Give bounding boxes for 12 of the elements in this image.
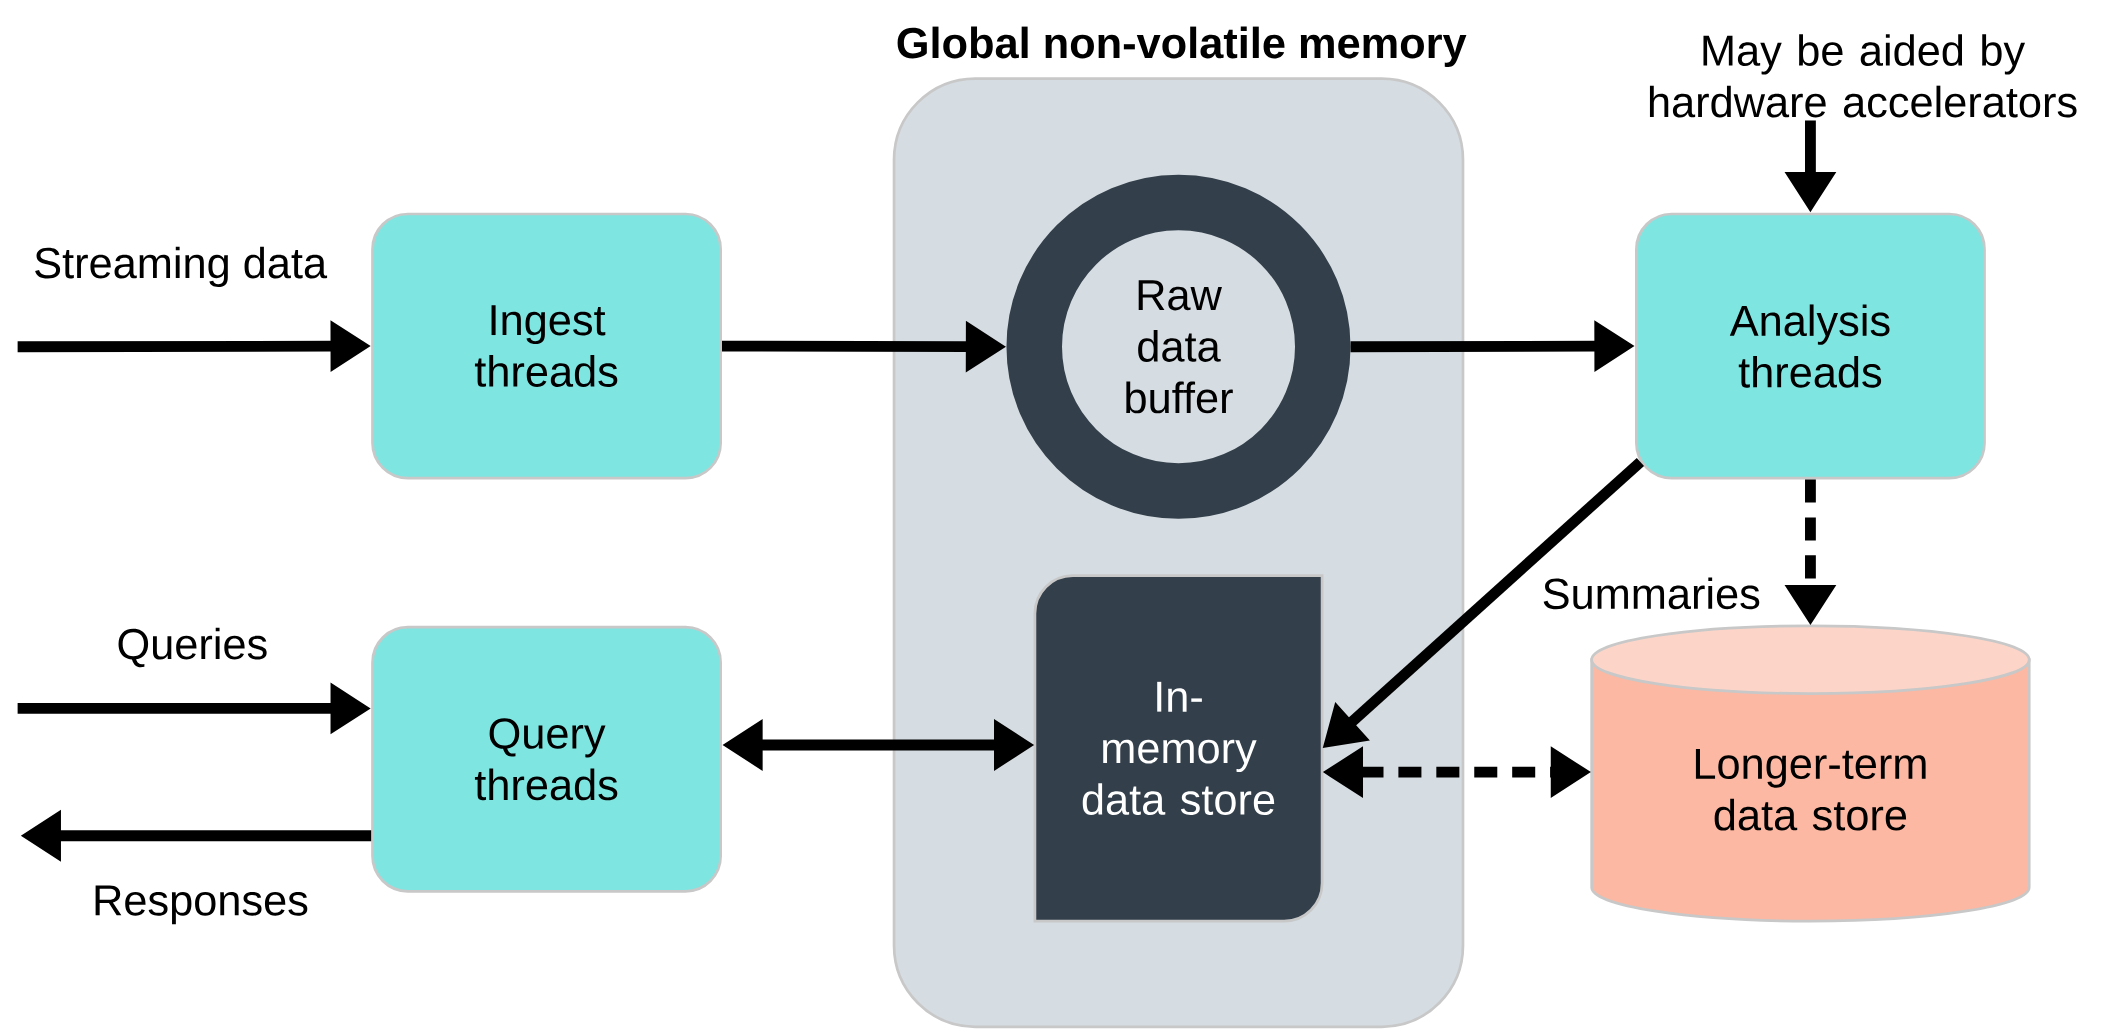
process-box: Query threads: [371, 625, 722, 893]
process-box: Analysis threads: [1635, 212, 1986, 480]
edge-label: Summaries: [1538, 574, 1764, 612]
database-cylinder: Longer-term data store: [1590, 624, 2031, 923]
ring-buffer: Raw data buffer: [1006, 174, 1351, 519]
note-text: May be aided by hardware accelerators: [1649, 33, 2077, 118]
panel-title: Global non-volatile memory: [897, 26, 1467, 67]
data-store-box: In-memory data store: [1033, 574, 1324, 923]
edge-label: Queries: [113, 624, 271, 670]
process-box: Ingest threads: [371, 212, 722, 480]
edge-label: Responses: [89, 882, 312, 927]
edge-label: Streaming data: [30, 243, 330, 290]
